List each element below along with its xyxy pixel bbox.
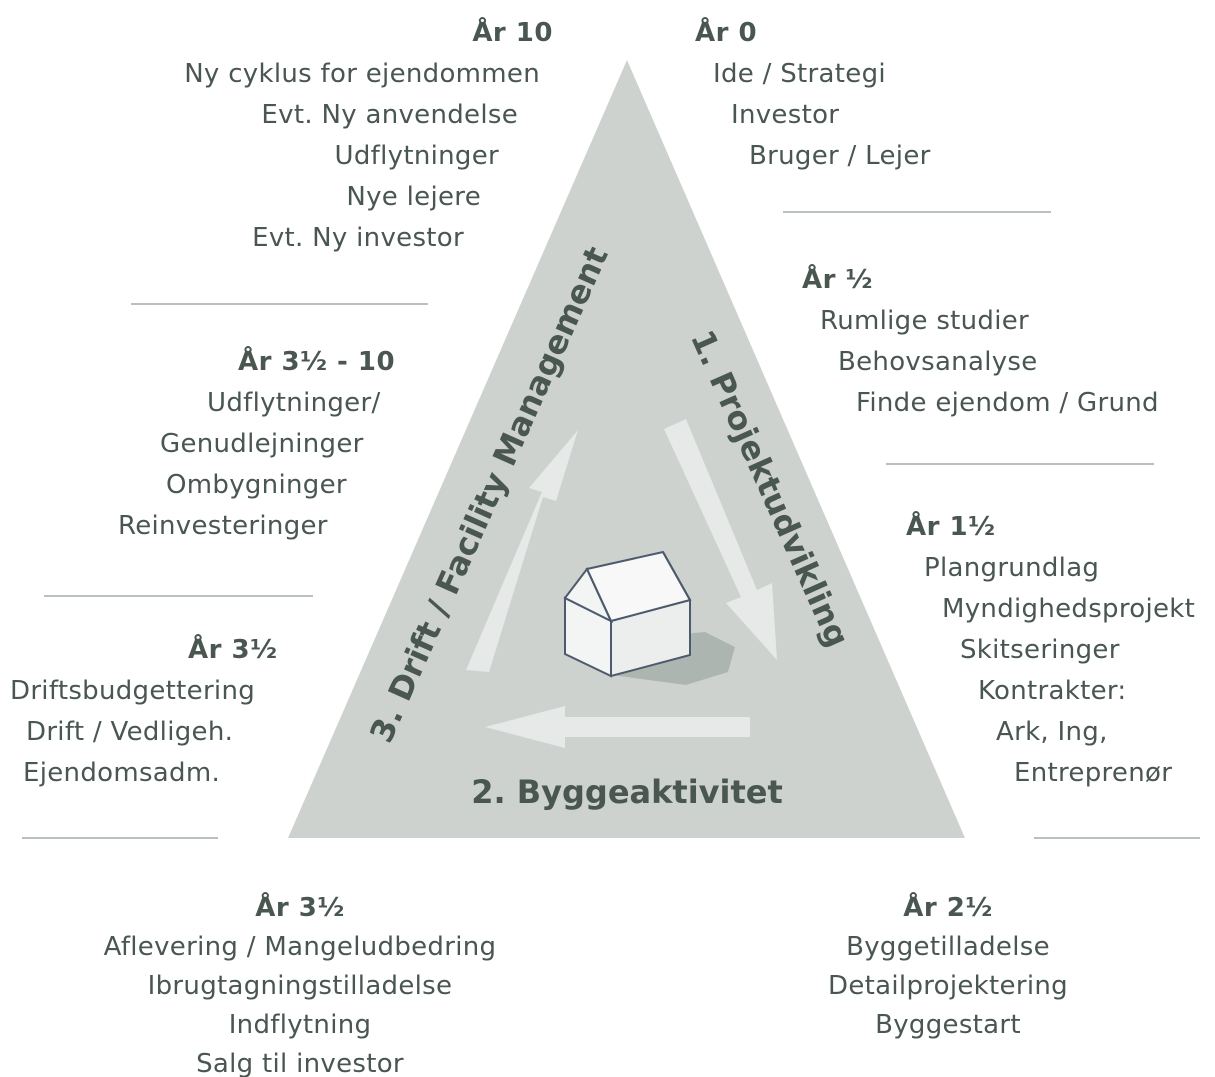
milestone-line: Ide / Strategi	[713, 59, 886, 89]
milestone-year-1half: År 1½ Plangrundlag Myndighedsprojekt Ski…	[906, 507, 1211, 794]
divider-left-3	[22, 837, 218, 839]
milestone-line: Udflytninger/	[207, 388, 381, 418]
milestone-line: Behovsanalyse	[838, 347, 1038, 377]
divider-right-3	[1034, 837, 1200, 839]
milestone-heading: År 0	[695, 18, 758, 48]
milestone-year-2half: År 2½ Byggetilladelse Detailprojektering…	[798, 888, 1098, 1045]
milestone-line: Aflevering / Mangeludbedring	[103, 932, 497, 962]
milestone-year-0: År 0 Ide / Strategi Investor Bruger / Le…	[695, 13, 1025, 177]
milestone-line: Bruger / Lejer	[749, 141, 931, 171]
milestone-heading: År 1½	[906, 512, 996, 542]
arrow-drift-to-projektudvikling	[466, 430, 578, 672]
divider-left-1	[131, 303, 428, 305]
milestone-line: Ombygninger	[166, 470, 347, 500]
milestone-heading: År 3½	[188, 635, 278, 665]
milestone-line: Plangrundlag	[924, 553, 1100, 583]
milestone-line: Skitseringer	[960, 635, 1120, 665]
milestone-heading: År ½	[802, 265, 873, 295]
house-icon	[563, 550, 735, 685]
milestone-line: Ejendomsadm.	[23, 758, 221, 788]
milestone-line: Ark, Ing,	[996, 717, 1108, 747]
milestone-line: Detailprojektering	[828, 971, 1068, 1001]
milestone-line: Indflytning	[228, 1010, 372, 1040]
milestone-heading: År 10	[472, 18, 553, 48]
milestone-line: Evt. Ny anvendelse	[261, 100, 518, 130]
milestone-heading: År 2½	[903, 893, 993, 923]
milestone-line: Entreprenør	[1014, 758, 1173, 788]
divider-right-2	[886, 463, 1154, 465]
milestone-line: Salg til investor	[196, 1049, 404, 1077]
milestone-line: Ny cyklus for ejendommen	[184, 59, 540, 89]
divider-left-2	[44, 595, 313, 597]
arrow-bygge-to-drift	[485, 706, 750, 748]
milestone-line: Rumlige studier	[820, 306, 1030, 336]
milestone-line: Investor	[731, 100, 840, 130]
milestone-year-3half-10: År 3½ - 10 Udflytninger/ Genudlejninger …	[118, 342, 418, 547]
milestone-line: Byggetilladelse	[846, 932, 1050, 962]
milestone-line: Myndighedsprojekt	[942, 594, 1196, 624]
arrow-projektudvikling-to-bygge	[664, 419, 777, 660]
milestone-line: Finde ejendom / Grund	[856, 388, 1159, 418]
milestone-line: Drift / Vedligeh.	[26, 717, 234, 747]
divider-right-1	[783, 211, 1051, 213]
milestone-line: Reinvesteringer	[118, 511, 328, 541]
milestone-line: Nye lejere	[346, 182, 481, 212]
milestone-heading: År 3½	[255, 893, 345, 923]
milestone-heading: År 3½ - 10	[238, 347, 396, 377]
milestone-line: Kontrakter:	[978, 676, 1127, 706]
milestone-line: Byggestart	[875, 1010, 1021, 1040]
milestone-year-3half-aflevering: År 3½ Aflevering / Mangeludbedring Ibrug…	[60, 888, 540, 1077]
milestone-year-10: År 10 Ny cyklus for ejendommen Evt. Ny a…	[155, 13, 555, 259]
milestone-year-half: År ½ Rumlige studier Behovsanalyse Finde…	[802, 260, 1202, 424]
milestone-year-3half-drift: År 3½ Driftsbudgettering Drift / Vedlige…	[10, 630, 300, 794]
milestone-line: Driftsbudgettering	[10, 676, 256, 706]
phase-label-byggeaktivitet: 2. Byggeaktivitet	[471, 773, 783, 811]
milestone-line: Udflytninger	[334, 141, 499, 171]
milestone-line: Genudlejninger	[160, 429, 364, 459]
milestone-line: Evt. Ny investor	[252, 223, 464, 253]
cycle-triangle	[288, 60, 965, 838]
milestone-line: Ibrugtagningstilladelse	[147, 971, 453, 1001]
